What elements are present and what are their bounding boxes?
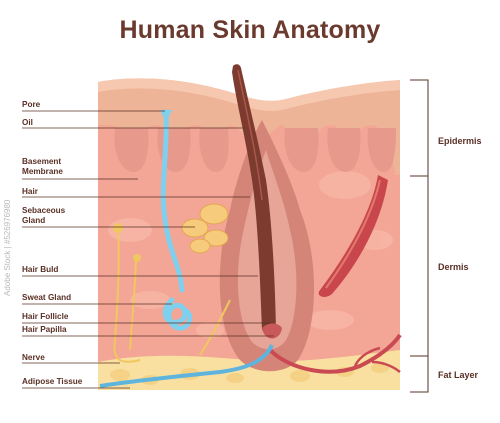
hair-papilla xyxy=(262,323,282,339)
label-hair-buld: Hair Buld xyxy=(22,265,59,274)
label-oil: Oil xyxy=(22,118,33,127)
label-sweat-gland: Sweat Gland xyxy=(22,293,72,302)
vein xyxy=(99,344,274,388)
sebaceous-gland xyxy=(181,203,229,254)
label-hair-follicle: Hair Follicle xyxy=(22,312,69,321)
label-hair: Hair xyxy=(22,187,38,196)
stratum-corneum xyxy=(98,78,400,111)
label-hair-papilla: Hair Papilla xyxy=(22,325,67,334)
rete-ridges xyxy=(114,128,396,172)
sweat-duct xyxy=(160,109,185,293)
diagram-title: Human Skin Anatomy xyxy=(119,16,381,44)
label-sebaceous-gland: Sebaceous Gland xyxy=(22,206,66,225)
dermis-texture xyxy=(108,171,393,338)
nerve-fibers xyxy=(113,229,231,363)
arrector-pili-muscle xyxy=(318,175,388,297)
layer-label-dermis: Dermis xyxy=(438,262,469,272)
leader-lines xyxy=(22,110,274,389)
label-basement-membrane: Basement Membrane xyxy=(22,157,63,176)
hair-shaft xyxy=(232,64,276,330)
layer-label-fat: Fat Layer xyxy=(438,370,479,380)
label-pore: Pore xyxy=(22,100,41,109)
watermark-text: Adobe Stock | #526976980 xyxy=(3,199,12,296)
nerve-ending-2 xyxy=(133,254,141,262)
fat-layer-region xyxy=(98,350,400,390)
nerve-ending xyxy=(113,223,123,233)
layer-brackets xyxy=(410,79,429,393)
label-nerve: Nerve xyxy=(22,353,45,362)
artery xyxy=(268,333,402,374)
label-adipose-tissue: Adipose Tissue xyxy=(22,377,83,386)
layer-label-epidermis: Epidermis xyxy=(438,136,482,146)
